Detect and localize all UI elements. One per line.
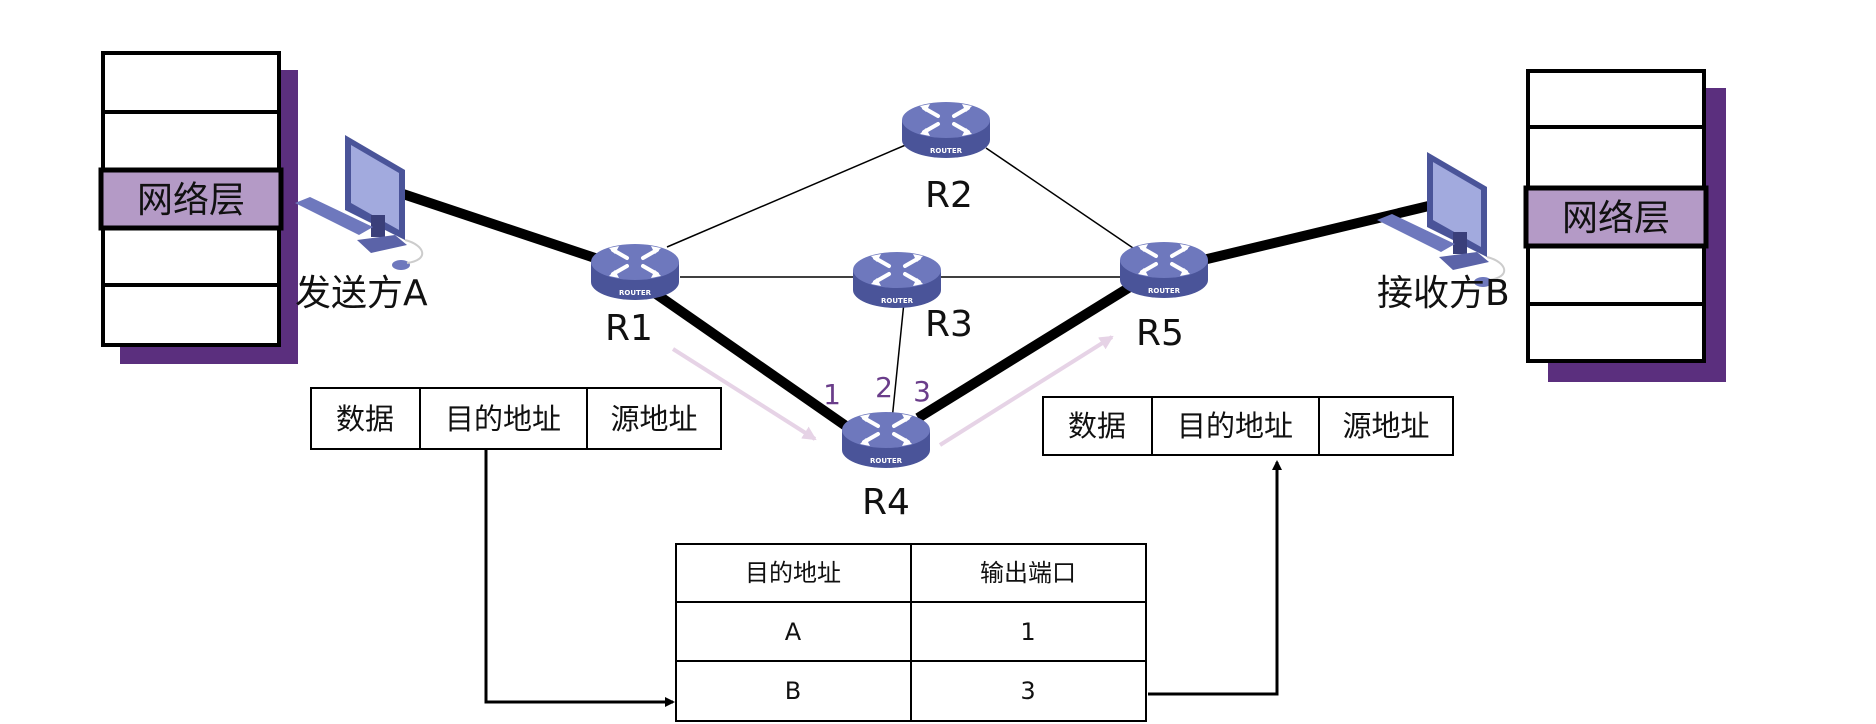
link-r2-r5 [985, 147, 1137, 251]
routing-table-cell: A [785, 618, 802, 646]
router-r2-icon: ROUTER [900, 100, 992, 160]
packet-field-destination: 目的地址 [1177, 409, 1293, 443]
sender-protocol-stack: 网络层 [98, 51, 298, 364]
svg-text:ROUTER: ROUTER [870, 457, 903, 465]
network-layer-label: 网络层 [1562, 198, 1670, 239]
forward-arrow [1148, 460, 1282, 696]
packet-field-source: 源地址 [610, 402, 697, 436]
link-r5-b [1201, 199, 1439, 265]
link-r1-r4 [646, 284, 859, 438]
network-layer-label: 网络层 [137, 180, 245, 221]
router-r5-label: R5 [1136, 313, 1184, 354]
link-a-r1 [401, 189, 603, 265]
packet-field-source: 源地址 [1342, 409, 1429, 443]
router-r4-icon: ROUTER [840, 410, 932, 470]
link-r4-r5 [915, 277, 1141, 423]
flow-arrow-r4-r5 [938, 335, 1114, 447]
router-r1-icon: ROUTER [589, 242, 681, 302]
flow-arrow-r1-r4 [671, 347, 817, 441]
link-r3-r4 [891, 301, 905, 421]
port-1-label: 1 [823, 378, 841, 411]
svg-text:ROUTER: ROUTER [1148, 287, 1181, 295]
sender-label: 发送方A [295, 273, 428, 314]
sender-computer-icon [294, 134, 424, 271]
receiver-computer-icon [1376, 151, 1506, 288]
router-r3-label: R3 [925, 304, 973, 345]
lookup-arrow [484, 449, 675, 707]
router-r3-icon: ROUTER [851, 250, 943, 310]
routing-table-cell: 3 [1020, 677, 1035, 705]
network-layer [1523, 185, 1709, 249]
router-r5-icon: ROUTER [1118, 240, 1210, 300]
network-layer [98, 167, 284, 231]
packet-out: 数据 目的地址 源地址 [1042, 396, 1454, 456]
router-r1-label: R1 [605, 308, 653, 349]
svg-text:ROUTER: ROUTER [881, 297, 914, 305]
packet-field-destination: 目的地址 [445, 402, 561, 436]
links [401, 143, 1439, 438]
packet-field-data: 数据 [1068, 409, 1126, 443]
routing-table: 目的地址 输出端口 A 1 B 3 [675, 543, 1147, 722]
svg-text:ROUTER: ROUTER [619, 289, 652, 297]
packet-in: 数据 目的地址 源地址 [310, 387, 722, 450]
port-3-label: 3 [913, 375, 931, 408]
routing-table-header-port: 输出端口 [980, 559, 1076, 587]
port-2-label: 2 [875, 371, 893, 404]
router-r2-label: R2 [925, 175, 973, 216]
packet-field-data: 数据 [336, 402, 394, 436]
link-r1-r2 [666, 143, 909, 248]
routing-table-cell: 1 [1020, 618, 1035, 646]
routing-table-cell: B [785, 677, 801, 705]
receiver-protocol-stack: 网络层 [1523, 69, 1726, 382]
receiver-label: 接收方B [1377, 273, 1510, 314]
router-r4-label: R4 [862, 482, 910, 523]
svg-text:ROUTER: ROUTER [930, 147, 963, 155]
routing-table-header-destination: 目的地址 [745, 559, 841, 587]
